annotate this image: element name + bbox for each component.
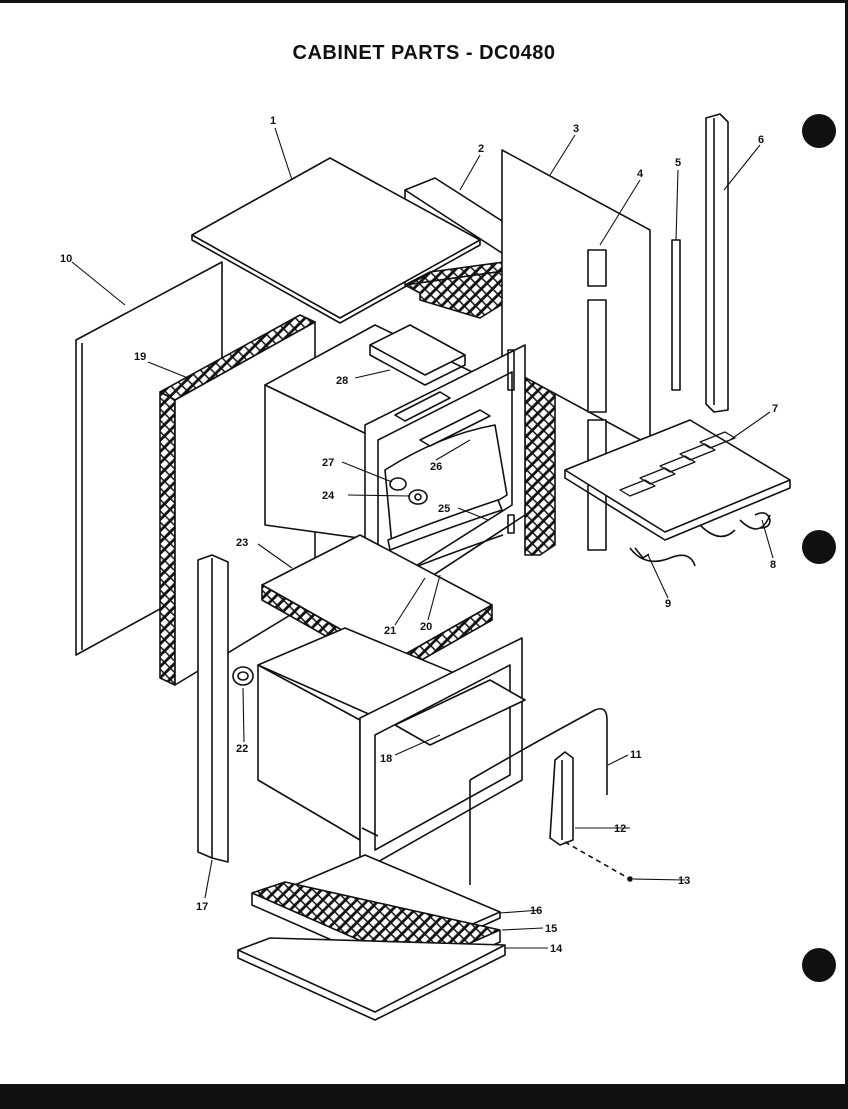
callout-14: 14 [550, 943, 563, 955]
callout-9: 9 [665, 598, 671, 610]
part-13-screw [564, 841, 633, 882]
callout-22: 22 [236, 743, 248, 755]
callout-27: 27 [322, 457, 334, 469]
callout-4: 4 [637, 168, 644, 180]
callout-15: 15 [545, 923, 557, 935]
callout-5: 5 [675, 157, 681, 169]
callout-19: 19 [134, 351, 146, 363]
callout-12: 12 [614, 823, 626, 835]
part-28-vent-box [369, 324, 466, 386]
part-5-channel [671, 239, 681, 391]
callout-25: 25 [438, 503, 450, 515]
part-1-top-panel [191, 157, 481, 324]
callout-16: 16 [530, 905, 542, 917]
callout-17: 17 [196, 901, 208, 913]
part-8-element [754, 512, 771, 529]
part-22-bulb [232, 666, 254, 686]
bottom-scan-strip [0, 1084, 848, 1109]
lower-oven-liner [257, 627, 526, 873]
callout-13: 13 [678, 875, 690, 887]
callout-2: 2 [478, 143, 484, 155]
part-9-bracket [634, 547, 650, 559]
callout-23: 23 [236, 537, 248, 549]
callout-11: 11 [630, 749, 642, 761]
page-title: CABINET PARTS - DC0480 [292, 42, 556, 64]
callout-28: 28 [336, 375, 348, 387]
callout-3: 3 [573, 123, 579, 135]
callout-7: 7 [772, 403, 778, 415]
part-17-trim-strip [197, 554, 229, 863]
callout-10: 10 [60, 253, 72, 265]
part-11-element [469, 707, 608, 885]
binder-hole-bottom [802, 948, 836, 982]
callout-6: 6 [758, 134, 764, 146]
callout-18: 18 [380, 753, 392, 765]
callout-26: 26 [430, 461, 442, 473]
callout-labels: 1 2 3 4 5 6 7 8 9 10 11 12 13 14 15 16 1… [60, 115, 778, 955]
part-12-bracket [549, 751, 574, 846]
callout-1: 1 [270, 115, 276, 127]
part-26-vent-slot [394, 391, 491, 447]
part-24-27-light [389, 477, 428, 505]
part-14-tray [237, 937, 506, 1021]
callout-20: 20 [420, 621, 432, 633]
callout-21: 21 [384, 625, 396, 637]
callout-24: 24 [322, 490, 335, 502]
binder-hole-middle [802, 530, 836, 564]
part-7-element-tray [564, 419, 791, 567]
callout-8: 8 [770, 559, 776, 571]
callout-leaders [71, 127, 774, 949]
binder-hole-top [802, 114, 836, 148]
part-6-channel [705, 113, 729, 413]
